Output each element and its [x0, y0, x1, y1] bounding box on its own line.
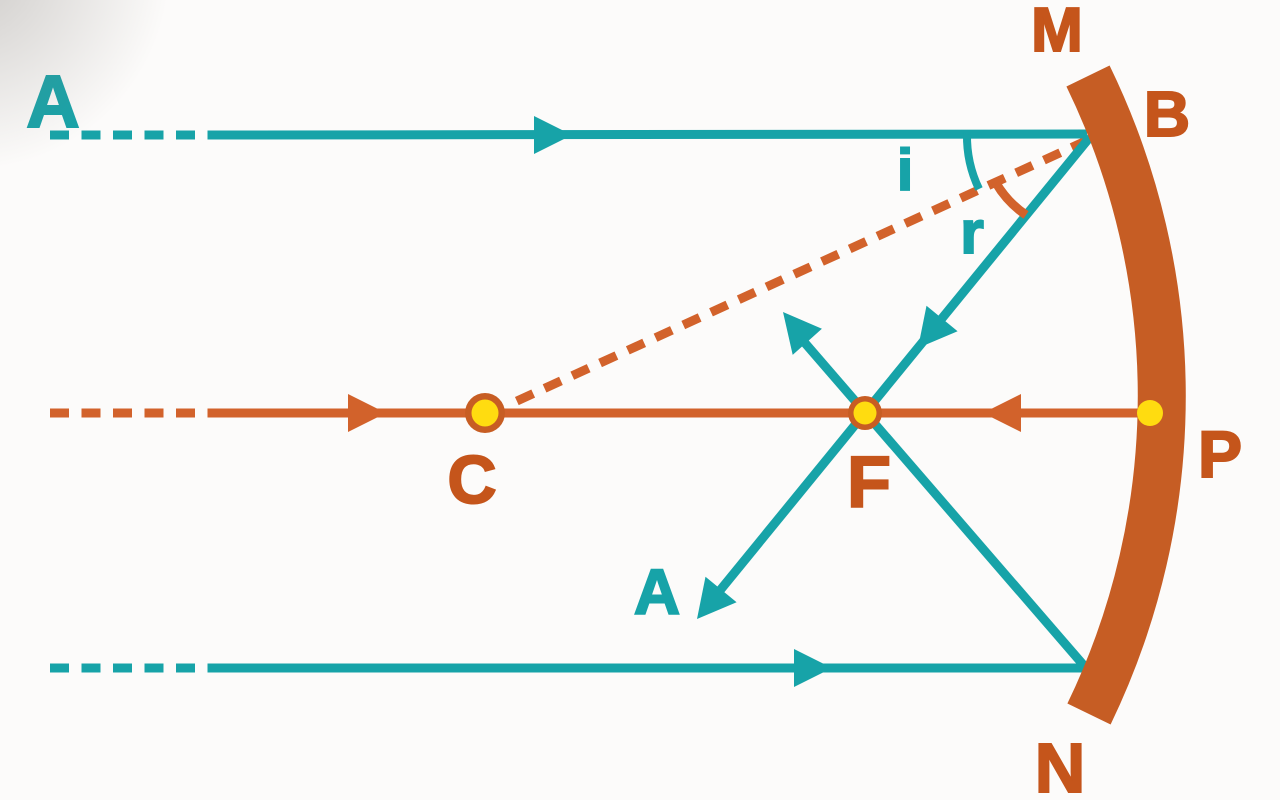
incident-ray-bottom-arrow-icon [794, 649, 832, 687]
concave-mirror-arc [1066, 65, 1186, 725]
label-P-pole: P [1198, 417, 1242, 491]
reflected-ray-top-mid-arrow-icon [918, 305, 958, 348]
reflected-ray-top-line [700, 134, 1094, 613]
axis-arrow-right-icon [348, 394, 386, 432]
reflected-ray-top-BFA [697, 134, 1094, 619]
point-F-dot [853, 401, 877, 425]
reflected-ray-top-end-arrow-icon [697, 576, 737, 619]
point-principal-focus [848, 396, 882, 430]
reflected-ray-bottom-line [788, 325, 1090, 671]
label-N-mirror-bottom: N [1035, 729, 1086, 800]
incident-ray-bottom [50, 649, 1086, 687]
point-C-dot [471, 399, 499, 427]
axis-arrow-left-icon [983, 394, 1021, 432]
angle-i-arc [962, 133, 983, 191]
label-A-reflected: A [634, 556, 680, 628]
point-P-dot [1137, 400, 1163, 426]
label-B-incidence-point: B [1144, 78, 1190, 150]
normal-line-BC [504, 135, 1090, 411]
label-C-centre-of-curvature: C [447, 442, 496, 518]
label-angle-i: i [897, 138, 913, 203]
angle-r-arc [992, 180, 1029, 219]
incident-ray-top-arrow-icon [534, 116, 572, 154]
label-M-mirror-top: M [1031, 0, 1083, 65]
reflected-ray-bottom-end-arrow-icon [783, 312, 822, 355]
incident-ray-top-solid-segment [225, 129, 1088, 140]
incident-ray-top [50, 116, 1088, 154]
label-A-incident: A [26, 60, 79, 143]
reflected-ray-bottom-NF [783, 312, 1090, 671]
point-centre-of-curvature [465, 393, 505, 433]
label-angle-r: r [960, 199, 983, 266]
label-F-focus: F [847, 443, 891, 523]
principal-axis [50, 394, 1150, 432]
